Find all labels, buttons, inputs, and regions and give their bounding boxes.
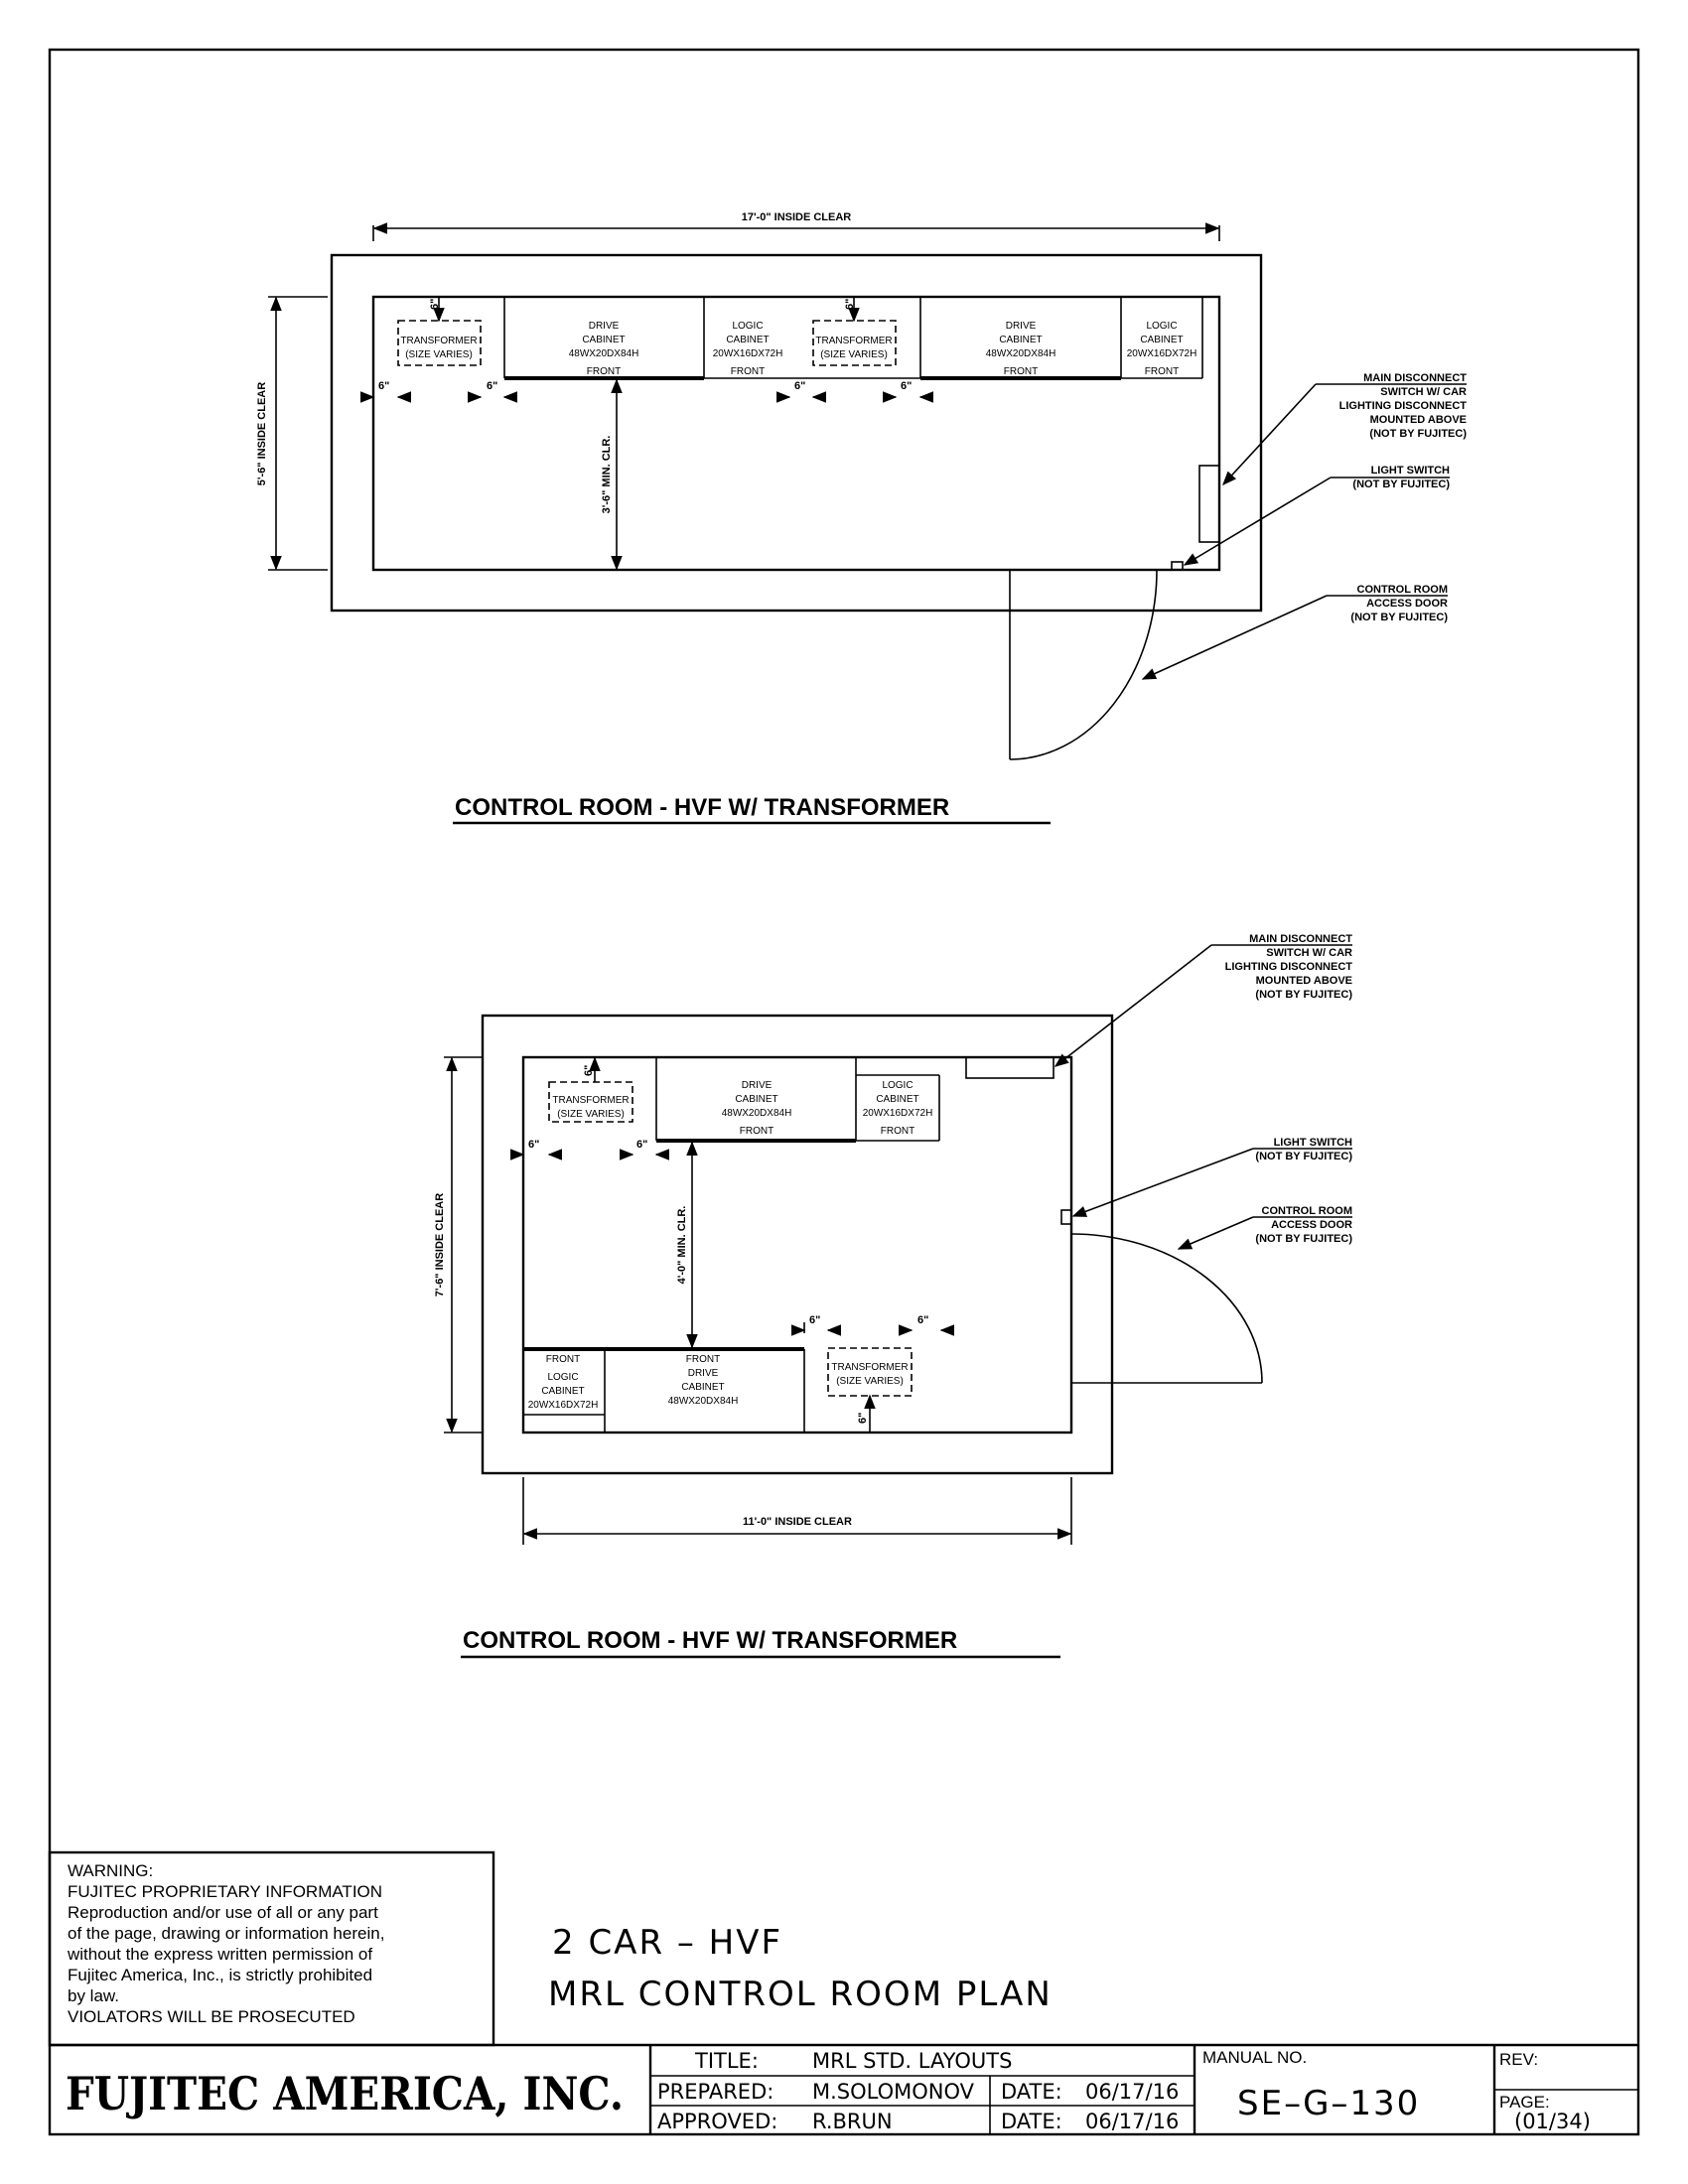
drawing-title-line1: 2 CAR – HVF <box>552 1923 782 1963</box>
plan2-caption: CONTROL ROOM - HVF W/ TRANSFORMER <box>463 1627 957 1654</box>
prepared-date-label: DATE: <box>1001 2080 1062 2104</box>
plan2-six-bottom-left: 6" <box>809 1314 820 1326</box>
plan1-outer-wall <box>330 253 1263 613</box>
plan1-light-switch <box>1171 561 1184 571</box>
company-logo: FUJITEC AMERICA, INC. <box>66 2067 624 2120</box>
title-label: TITLE: <box>694 2049 759 2073</box>
prepared-value: M.SOLOMONOV <box>812 2080 975 2104</box>
rev-label: REV: <box>1499 2050 1538 2069</box>
plan2-six-left: 6" <box>528 1139 539 1151</box>
plan2-door-swing <box>1070 1233 1263 1384</box>
plan1-main-disconnect <box>1198 465 1220 543</box>
approved-date-value: 06/17/16 <box>1085 2110 1179 2133</box>
title-block: FUJITEC AMERICA, INC. TITLE: MRL STD. LA… <box>50 2043 1638 2134</box>
plan2-six-top: 6" <box>583 1065 595 1076</box>
warning-text: WARNING: FUJITEC PROPRIETARY INFORMATION… <box>67 1861 389 2026</box>
plan1-caption: CONTROL ROOM - HVF W/ TRANSFORMER <box>455 794 949 821</box>
plan1-light-switch-note: LIGHT SWITCH(NOT BY FUJITEC) <box>1352 465 1450 490</box>
plan2-transformer-bottom-label: TRANSFORMER(SIZE VARIES) <box>831 1362 908 1387</box>
plan2-light-switch-note: LIGHT SWITCH(NOT BY FUJITEC) <box>1255 1137 1352 1162</box>
sheet-border <box>48 48 1640 2136</box>
plan1-six-top1: 6" <box>429 299 441 310</box>
approved-date-label: DATE: <box>1001 2110 1062 2133</box>
plan1-transformer-1 <box>397 320 482 366</box>
manual-label: MANUAL NO. <box>1202 2048 1307 2067</box>
plan2-light-switch <box>1060 1209 1072 1225</box>
plan2-outer-wall <box>481 1014 1114 1475</box>
drawing-title-line2: MRL CONTROL ROOM PLAN <box>548 1975 1053 2014</box>
plan2-six-transformer: 6" <box>857 1413 869 1424</box>
plan1-door-swing <box>1009 569 1158 760</box>
plan1-height-dimension: 5'-6" INSIDE CLEAR <box>256 382 268 485</box>
plan2-clearance-dimension: 4'-0" MIN. CLR. <box>676 1206 688 1285</box>
plan1-transformer2-label: TRANSFORMER(SIZE VARIES) <box>815 336 892 360</box>
plan2-transformer-top-label: TRANSFORMER(SIZE VARIES) <box>552 1095 629 1120</box>
prepared-date-value: 06/17/16 <box>1085 2080 1179 2104</box>
page-number: (01/34) <box>1514 2110 1591 2133</box>
approved-label: APPROVED: <box>657 2110 777 2133</box>
plan1-six-left2: 6" <box>794 380 805 392</box>
plan2-six-bottom-right: 6" <box>917 1314 928 1326</box>
plan2-six-right: 6" <box>636 1139 647 1151</box>
plan2-width-dimension: 11'-0" INSIDE CLEAR <box>743 1516 852 1528</box>
prepared-label: PREPARED: <box>657 2080 774 2104</box>
title-value: MRL STD. LAYOUTS <box>812 2049 1012 2073</box>
plan1-six-top2: 6" <box>844 299 856 310</box>
plan1-six-left1: 6" <box>378 380 389 392</box>
plan1-width-dimension: 17'-0" INSIDE CLEAR <box>742 211 852 223</box>
plan-1: TRANSFORMER(SIZE VARIES) TRANSFORMER(SIZ… <box>256 211 1468 825</box>
plan1-clearance-dimension: 3'-6" MIN. CLR. <box>601 436 613 514</box>
plan1-six-right2: 6" <box>901 380 912 392</box>
plan1-six-right1: 6" <box>487 380 497 392</box>
page-label: PAGE: <box>1499 2093 1550 2112</box>
plan2-transformer-top <box>548 1081 633 1123</box>
plan1-transformer-2 <box>812 320 897 366</box>
manual-number: SE–G–130 <box>1237 2084 1420 2123</box>
approved-value: R.BRUN <box>812 2110 893 2133</box>
plan2-main-disconnect <box>965 1056 1055 1079</box>
plan2-height-dimension: 7'-6" INSIDE CLEAR <box>434 1193 446 1297</box>
plan1-inner-wall <box>371 295 1221 572</box>
plan1-transformer1-label: TRANSFORMER(SIZE VARIES) <box>400 336 477 360</box>
